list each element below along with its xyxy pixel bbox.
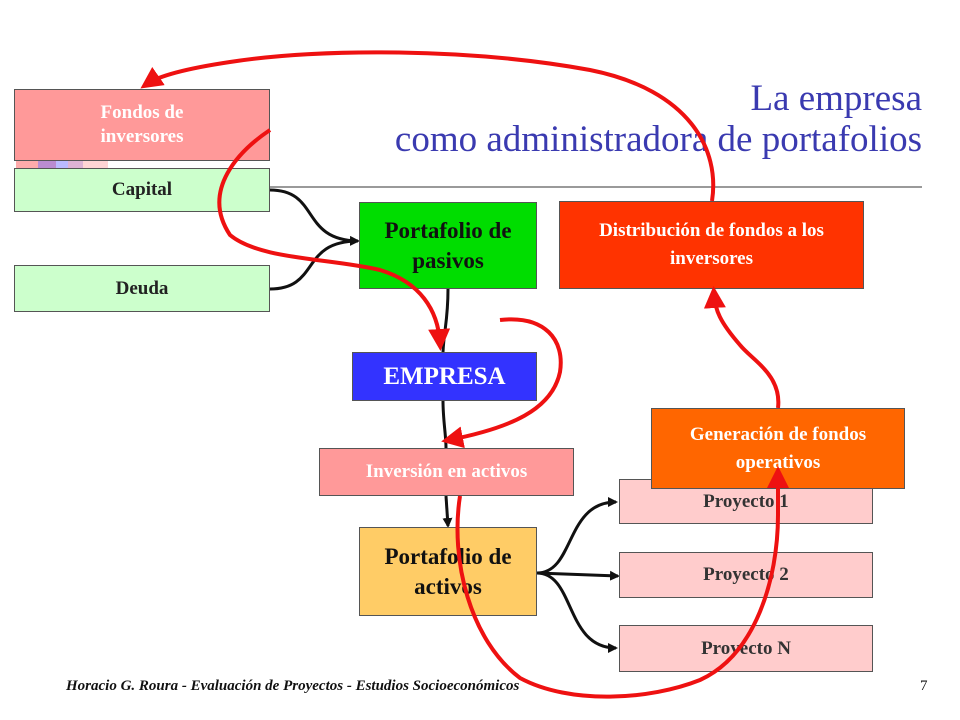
proyecto-2-label: Proyecto 2 xyxy=(703,564,789,585)
activos-to-proyecto1-connector xyxy=(536,497,618,575)
capital-label: Capital xyxy=(111,179,173,200)
inversion-activos-box: Inversión en activos xyxy=(319,448,574,496)
empresa-box: EMPRESA xyxy=(352,352,537,401)
portafolio-pasivos-box: Portafolio de pasivos xyxy=(359,202,537,289)
portafolio-pasivos-label: Portafolio de pasivos xyxy=(384,217,512,273)
distribucion-label: Distribución de fondos a los inversores xyxy=(599,220,824,269)
flow-arrow-generacion-to-distribucion xyxy=(703,286,781,409)
page-number: 7 xyxy=(920,678,928,694)
portafolio-activos-label: Portafolio de activos xyxy=(384,543,512,599)
fondos-inversores-label: Fondos de inversores xyxy=(100,102,184,147)
generacion-label: Generación de fondos operativos xyxy=(689,423,867,473)
proyecto-n-box: Proyecto N xyxy=(619,625,873,672)
proyecto-2-box: Proyecto 2 xyxy=(619,552,873,598)
activos-to-proyecto2-connector xyxy=(536,570,620,581)
activos-to-proyectoN-connector xyxy=(536,571,618,653)
portafolio-activos-box: Portafolio de activos xyxy=(359,527,537,616)
page-title: La empresa como administradora de portaf… xyxy=(395,78,922,160)
generacion-box: Generación de fondos operativos xyxy=(651,408,905,489)
inversion-to-activos-connector xyxy=(442,495,453,528)
fondos-inversores-box: Fondos de inversores xyxy=(14,89,270,161)
capital-to-pasivos-connector xyxy=(269,188,360,246)
proyecto-1-label: Proyecto 1 xyxy=(703,490,789,512)
inversion-activos-label: Inversión en activos xyxy=(365,461,528,482)
empresa-label: EMPRESA xyxy=(383,362,506,390)
capital-box: Capital xyxy=(14,168,270,212)
deuda-to-pasivos-connector xyxy=(269,239,359,291)
pasivos-to-empresa-connector xyxy=(441,288,450,353)
deuda-box: Deuda xyxy=(14,265,270,312)
empresa-to-inversion-connector xyxy=(441,400,448,449)
title-line-1: La empresa xyxy=(750,78,922,119)
proyecto-n-label: Proyecto N xyxy=(701,637,791,659)
distribucion-box: Distribución de fondos a los inversores xyxy=(559,201,864,289)
title-line-2: como administradora de portafolios xyxy=(394,119,922,160)
deuda-label: Deuda xyxy=(115,277,169,299)
footer-credit: Horacio G. Roura - Evaluación de Proyect… xyxy=(66,678,520,694)
